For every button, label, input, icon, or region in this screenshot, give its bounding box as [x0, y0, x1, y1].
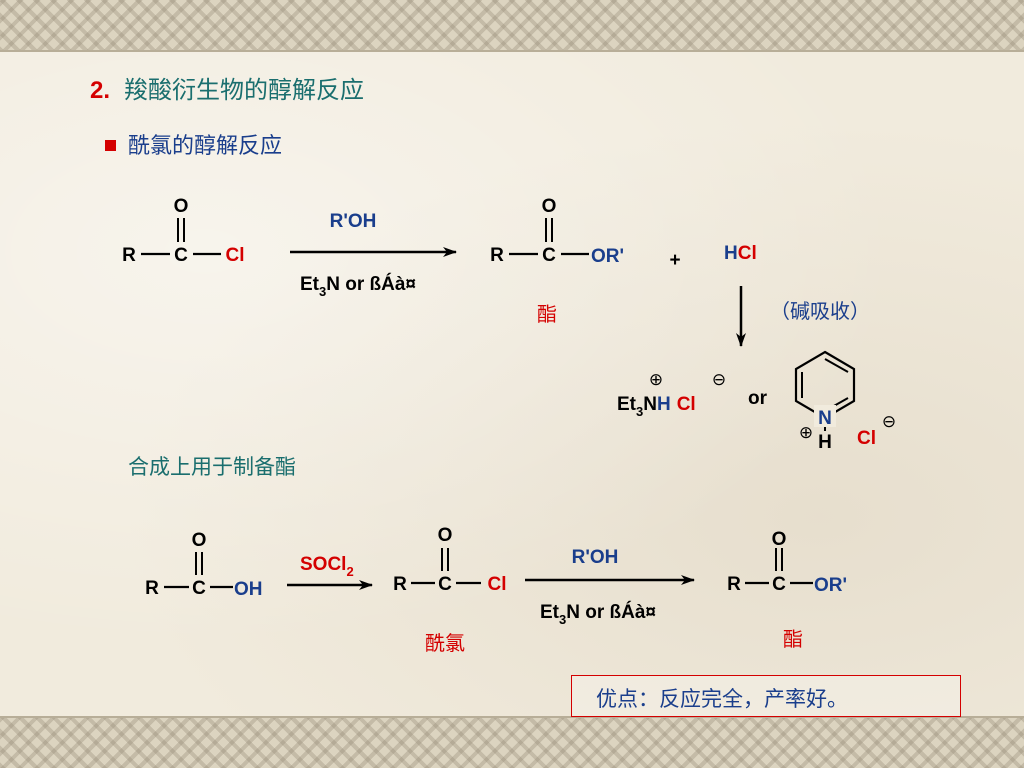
- reaction-arrow-1: R'OH Et3N or ßÁà¤: [290, 211, 457, 299]
- acyl-chloride-structure: R C O Cl: [122, 196, 244, 266]
- atom-o: O: [192, 530, 207, 551]
- reaction-arrow-2: SOCl2: [287, 554, 373, 590]
- bullet-square-icon: [105, 139, 116, 151]
- bullet-item: 酰氯的醇解反应: [105, 128, 282, 160]
- pyridine-n: N: [818, 408, 832, 429]
- atom-oh: OH: [234, 579, 263, 600]
- positive-charge-icon: ⊕: [799, 423, 813, 443]
- reagent-roh: R'OH: [330, 211, 377, 232]
- atom-c: C: [192, 578, 206, 599]
- atom-cl: Cl: [488, 574, 507, 595]
- ester-label: 酯: [537, 302, 557, 326]
- pyridinium-chloride: N H ⊕ Cl ⊖: [794, 350, 896, 453]
- acyl-chloride-label: 酰氯: [425, 631, 465, 655]
- ester-structure: R C O OR': [490, 196, 624, 267]
- atom-r: R: [145, 578, 159, 599]
- heading-number: 2.: [90, 77, 111, 104]
- positive-charge-icon: ⊕: [649, 370, 663, 390]
- carboxylic-acid-structure: R C O OH: [145, 530, 262, 600]
- atom-r: R: [122, 245, 136, 266]
- atom-or-prime: OR': [814, 575, 847, 596]
- acyl-chloride-intermediate: R C O Cl: [393, 525, 506, 595]
- atom-o: O: [772, 529, 787, 550]
- reagent-socl2: SOCl2: [300, 554, 354, 579]
- ester-product-structure: R C O OR': [727, 529, 847, 596]
- reagent-base: Et3N or ßÁà¤: [540, 601, 656, 627]
- section-heading: 合成上用于制备酯: [128, 455, 296, 479]
- heading-title: 羧酸衍生物的醇解反应: [124, 76, 365, 104]
- or-text: or: [748, 388, 768, 409]
- reagent-base: Et3N or ßÁà¤: [300, 273, 416, 299]
- atom-cl: Cl: [226, 245, 245, 266]
- advantage-text: 优点：反应完全，产率好。: [596, 687, 848, 711]
- atom-c: C: [542, 245, 556, 266]
- atom-or-prime: OR': [591, 246, 624, 267]
- ester-product-label: 酯: [783, 627, 803, 651]
- reagent-roh: R'OH: [572, 547, 619, 568]
- atom-o: O: [174, 196, 189, 217]
- decorative-border-bottom: [0, 716, 1024, 768]
- byproduct-hcl: HCl: [724, 243, 757, 264]
- atom-o: O: [438, 525, 453, 546]
- atom-c: C: [174, 245, 188, 266]
- negative-charge-icon: ⊖: [712, 370, 726, 390]
- reaction-arrow-3: R'OH Et3N or ßÁà¤: [525, 547, 695, 627]
- slide-heading: 2. 羧酸衍生物的醇解反应: [90, 70, 364, 105]
- decorative-border-top: [0, 0, 1024, 52]
- plus-sign: +: [669, 250, 680, 271]
- atom-r: R: [490, 245, 504, 266]
- atom-o: O: [542, 196, 557, 217]
- pyridine-cl: Cl: [857, 428, 876, 449]
- atom-c: C: [438, 574, 452, 595]
- negative-charge-icon: ⊖: [882, 412, 896, 432]
- atom-r: R: [393, 574, 407, 595]
- base-absorption-note: （碱吸收）: [770, 299, 870, 323]
- advantage-box: [571, 675, 961, 717]
- bullet-text: 酰氯的醇解反应: [128, 134, 283, 159]
- pyridine-h: H: [818, 432, 832, 453]
- atom-r: R: [727, 574, 741, 595]
- atom-c: C: [772, 574, 786, 595]
